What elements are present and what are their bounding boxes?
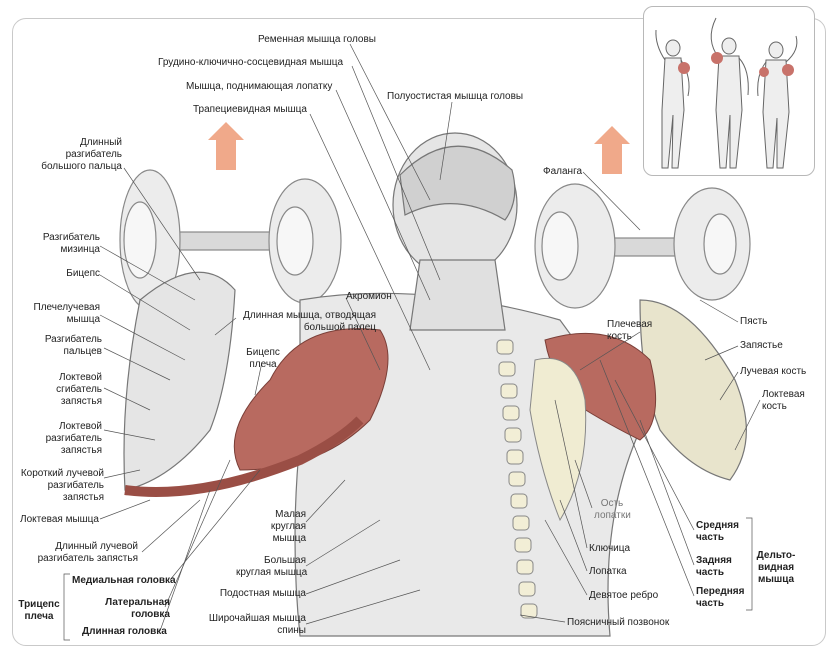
label-semispinalis: Полуостистая мышца головы: [387, 91, 524, 102]
spine: [496, 339, 538, 619]
label-radius: Лучевая кость: [740, 366, 807, 377]
up-arrow-icon: [208, 122, 244, 170]
label-infraspinatus: Подостная мышца: [219, 588, 306, 599]
label-ninth-rib: Девятое ребро: [589, 590, 659, 601]
up-arrow-icon: [594, 126, 630, 174]
body-figure-icon: [710, 17, 749, 169]
label-trapezius: Трапециевидная мышца: [193, 104, 307, 115]
leader-lines: [63, 43, 761, 641]
dumbbell-icon: [534, 183, 751, 309]
body-figure-icon: [757, 35, 798, 169]
label-anconeus: Локтевая мышца: [20, 514, 99, 525]
label-acromion: Акромион: [346, 291, 392, 302]
label-splenius: Ременная мышца головы: [258, 34, 376, 45]
label-triceps-long: Длинная головка: [82, 626, 167, 637]
label-wrist: Запястье: [740, 340, 783, 351]
label-levator-scapulae: Мышца, поднимающая лопатку: [186, 81, 333, 92]
deltoid-left: [124, 328, 389, 497]
label-scm: Грудино-ключично-сосцевидная мышца: [158, 57, 344, 68]
dumbbell-icon: [119, 169, 342, 311]
body-figure-icon: [655, 29, 690, 169]
label-clavicle: Ключица: [589, 543, 631, 554]
scapula: [529, 357, 587, 522]
label-scapula: Лопатка: [589, 566, 627, 577]
label-phalanx: Фаланга: [543, 166, 583, 177]
label-triceps-medial: Медиальная головка: [72, 575, 176, 586]
label-biceps: Бицепс: [66, 268, 100, 279]
label-metacarpus: Пясть: [740, 316, 768, 327]
label-lumbar-vertebra: Поясничный позвонок: [567, 617, 670, 628]
